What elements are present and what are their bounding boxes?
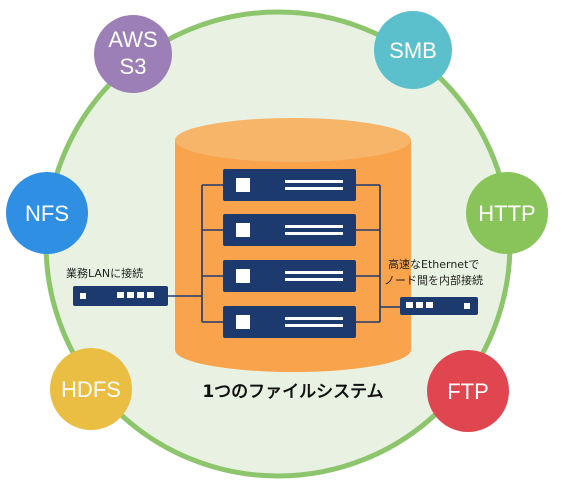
protocol-aws-s3: AWS S3 <box>94 15 172 93</box>
protocol-circle-nfs <box>6 172 88 254</box>
internal-switch <box>400 297 478 315</box>
server-node-1 <box>223 169 356 201</box>
protocol-circle-smb <box>374 11 452 89</box>
protocol-circle-ftp <box>427 350 509 432</box>
protocol-smb: SMB <box>374 11 452 89</box>
protocol-label-smb: SMB <box>389 38 437 63</box>
protocol-circle-hdfs <box>50 348 132 430</box>
internal-network-label-line1: 高速なEthernetで <box>388 257 479 271</box>
protocol-hdfs: HDFS <box>50 348 132 430</box>
protocol-ftp: FTP <box>427 350 509 432</box>
protocol-http: HTTP <box>466 172 548 254</box>
protocol-label-nfs: NFS <box>25 201 69 226</box>
protocol-label-aws-line1: AWS <box>108 27 157 52</box>
server-wiring <box>168 184 400 323</box>
protocol-nfs: NFS <box>6 172 88 254</box>
server-node-3 <box>223 260 356 292</box>
protocol-label-http: HTTP <box>478 201 535 226</box>
server-node-2 <box>223 214 356 246</box>
protocol-label-hdfs: HDFS <box>61 377 121 402</box>
protocol-circle-http <box>466 172 548 254</box>
protocol-label-aws-line2: S3 <box>120 54 147 79</box>
protocol-circle-aws <box>94 15 172 93</box>
business-lan-label: 業務LANに接続 <box>66 266 143 280</box>
server-node-4 <box>223 306 356 338</box>
file-system-title: 1つのファイルシステム <box>202 382 383 402</box>
internal-network-label-line2: ノード間を内部接続 <box>384 273 483 287</box>
protocol-label-ftp: FTP <box>447 379 489 404</box>
business-lan-switch <box>73 286 168 306</box>
